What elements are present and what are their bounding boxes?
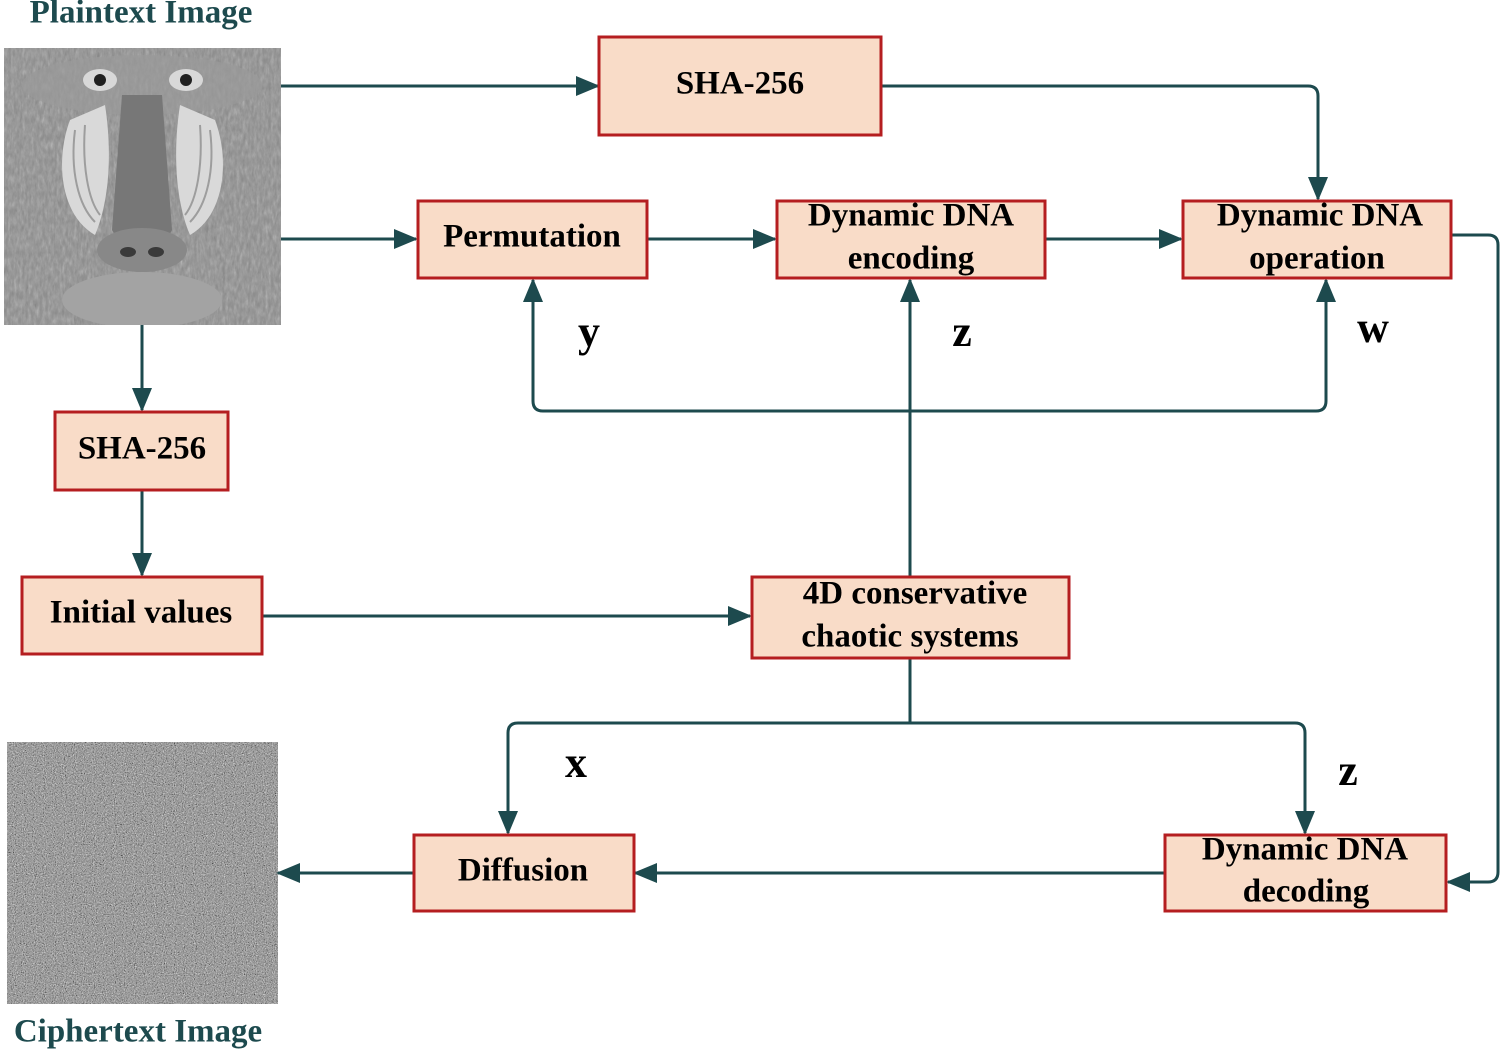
ciphertext-image-caption: Ciphertext Image	[14, 1014, 262, 1050]
diffusion-label: Diffusion	[458, 853, 588, 889]
plaintext-image	[4, 48, 281, 325]
diffusion-box: Diffusion	[412, 833, 636, 913]
arrow-split-to-decoding	[910, 721, 1315, 835]
plaintext-image-caption: Plaintext Image	[30, 0, 253, 31]
arrow-bus-to-operation	[1315, 278, 1336, 413]
ciphertext-image	[7, 742, 278, 1004]
initial-values-box: Initial values	[20, 575, 264, 656]
variable-z-upper-label: z	[952, 307, 972, 356]
dna-encoding-label-line2: encoding	[848, 241, 975, 277]
variable-x-label: x	[565, 738, 587, 787]
variable-y-label: y	[578, 307, 600, 356]
dna-operation-box: Dynamic DNA operation	[1181, 198, 1453, 280]
dna-operation-label-line2: operation	[1249, 241, 1385, 277]
chaotic-systems-label-line2: chaotic systems	[801, 619, 1018, 655]
initial-values-label: Initial values	[50, 595, 233, 631]
permutation-box: Permutation	[416, 199, 649, 280]
dna-encoding-box: Dynamic DNA encoding	[775, 198, 1047, 280]
arrow-operation-to-decoding	[1446, 233, 1500, 892]
sha-256-top-box: SHA-256	[597, 35, 883, 137]
arrow-bus-to-permutation	[523, 278, 544, 413]
dna-decoding-box: Dynamic DNA decoding	[1163, 832, 1448, 913]
sha-256-left-label: SHA-256	[78, 431, 206, 467]
dna-decoding-label-line1: Dynamic DNA	[1202, 832, 1408, 868]
variable-z-lower-label: z	[1338, 746, 1358, 795]
dna-operation-label-line1: Dynamic DNA	[1217, 198, 1423, 234]
sha-256-top-label: SHA-256	[676, 66, 804, 102]
dna-encoding-label-line1: Dynamic DNA	[808, 198, 1014, 234]
permutation-label: Permutation	[443, 219, 621, 255]
connectors	[132, 76, 1500, 892]
chaotic-systems-box: 4D conservative chaotic systems	[750, 575, 1071, 660]
sha-256-left-box: SHA-256	[53, 410, 230, 492]
arrow-split-to-diffusion	[498, 721, 910, 835]
dna-decoding-label-line2: decoding	[1243, 874, 1370, 910]
chaotic-systems-label-line1: 4D conservative	[803, 576, 1028, 612]
arrow-sha-top-to-operation	[882, 84, 1328, 201]
variable-w-label: w	[1357, 303, 1389, 352]
